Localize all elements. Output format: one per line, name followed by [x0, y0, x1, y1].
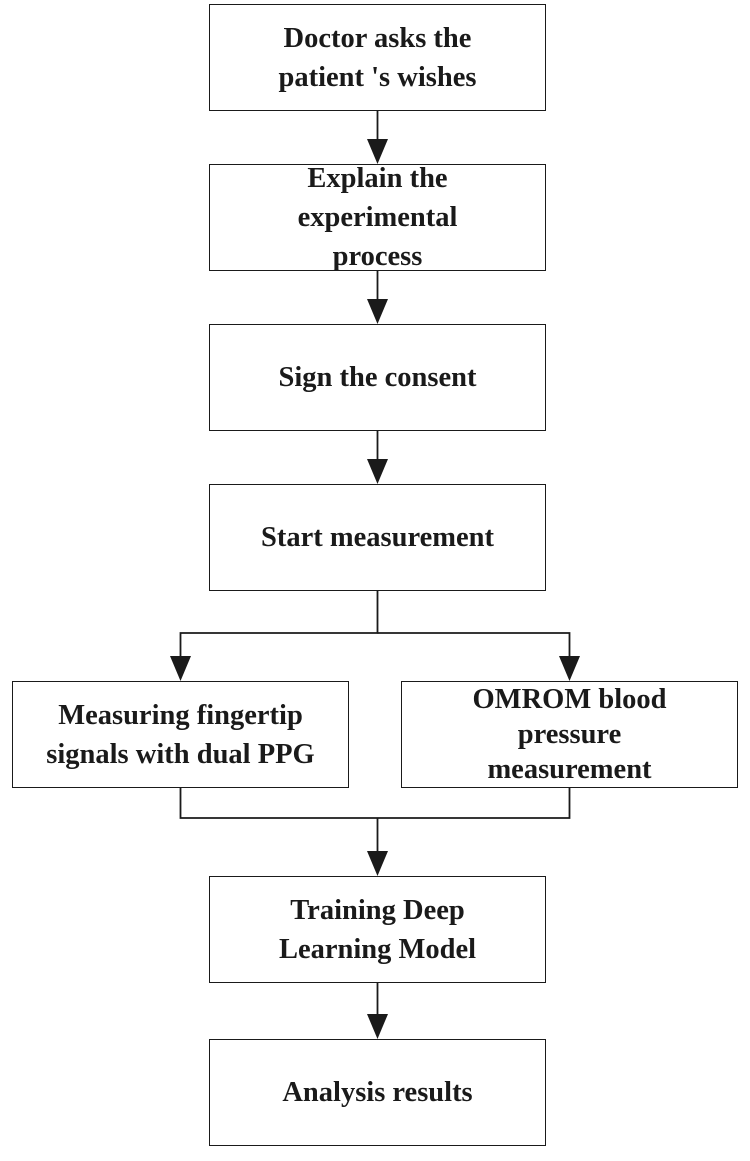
step-start-measurement: Start measurement	[209, 484, 546, 591]
arrowhead-merge-to-training	[367, 851, 388, 876]
step-consent-label: Sign the consent	[278, 362, 477, 393]
step-omron-blood-pressure: OMROM blood pressure measurement	[401, 681, 738, 788]
step-omron-label: OMROM blood pressure measurement	[472, 684, 667, 785]
arrow-ppg-to-merge	[179, 788, 571, 819]
step-start-label: Start measurement	[261, 522, 494, 553]
step-sign-consent: Sign the consent	[209, 324, 546, 431]
arrowhead-doctor-to-explain	[367, 139, 388, 164]
step-dual-ppg-measurement: Measuring fingertip signals with dual PP…	[12, 681, 349, 788]
arrowhead-start-to-omron	[559, 656, 580, 681]
arrowhead-explain-to-consent	[367, 299, 388, 324]
arrowhead-consent-to-start	[367, 459, 388, 484]
step-analysis-label: Analysis results	[282, 1077, 473, 1108]
step-doctor-asks-patient-wishes: Doctor asks the patient 's wishes	[209, 4, 546, 111]
step-training-deep-learning-model: Training Deep Learning Model	[209, 876, 546, 983]
arrow-start-to-split	[179, 591, 379, 656]
arrowhead-training-to-analysis	[367, 1014, 388, 1039]
step-analysis-results: Analysis results	[209, 1039, 546, 1146]
arrowhead-start-to-ppg	[170, 656, 191, 681]
step-ppg-label: Measuring fingertip signals with dual PP…	[46, 699, 315, 770]
step-training-label: Training Deep Learning Model	[278, 894, 477, 965]
step-doctor-asks-label: Doctor asks the patient 's wishes	[278, 22, 477, 93]
step-explain-experimental-process: Explain the experimental process	[209, 163, 546, 272]
step-explain-label: Explain the experimental process	[297, 163, 458, 272]
arrow-start-to-omron	[377, 632, 571, 656]
